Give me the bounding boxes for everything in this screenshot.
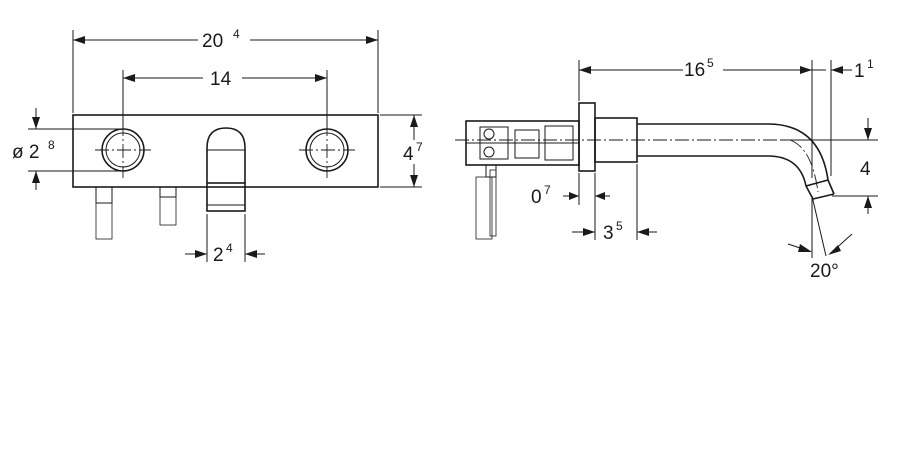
wall-plate <box>72 114 379 188</box>
dim-flange-thickness-sup: 7 <box>544 183 551 197</box>
spout-side <box>455 117 835 200</box>
hose-right <box>159 186 177 226</box>
dim-plate-height-sup: 7 <box>416 140 423 154</box>
dim-outlet-angle: 20° <box>787 195 853 282</box>
dim-projection-sup: 5 <box>707 56 714 70</box>
dim-spout-diameter-sup: 4 <box>226 241 233 255</box>
left-handle <box>95 122 151 178</box>
dim-projection-label: 16 <box>684 60 705 81</box>
dim-overall-width: 20 4 <box>72 27 379 113</box>
hose-left <box>95 186 113 240</box>
dim-outlet-offset-sup: 1 <box>867 57 874 71</box>
right-handle <box>299 122 355 178</box>
dim-handle-diameter-sup: 8 <box>48 138 55 152</box>
dim-overall-width-sup: 4 <box>233 27 240 41</box>
dim-flange-depth-sup: 5 <box>616 219 623 233</box>
dim-outlet-offset-label: 1 <box>854 61 865 82</box>
dim-handle-diameter-label: ø 2 <box>12 142 39 163</box>
dim-flange-thickness: 0 7 <box>531 173 610 208</box>
dim-plate-height-label: 4 <box>403 144 414 165</box>
wall-flange <box>578 102 596 172</box>
dim-overall-width-label: 20 <box>202 31 223 52</box>
side-view: 16 5 1 1 4 <box>455 56 878 282</box>
dim-flange-thickness-label: 0 <box>531 187 542 208</box>
dim-handle-diameter: ø 2 8 <box>12 108 120 190</box>
dim-handle-spacing: 14 <box>122 69 328 128</box>
dim-outlet-angle-label: 20° <box>810 261 839 282</box>
dim-flange-depth: 3 5 <box>572 164 657 244</box>
dim-plate-height: 4 7 <box>380 114 423 188</box>
dim-handle-spacing-label: 14 <box>210 69 232 90</box>
dim-spout-diameter-label: 2 <box>213 245 224 266</box>
dim-outlet-drop: 4 <box>780 118 878 214</box>
dim-projection: 16 5 <box>578 56 813 178</box>
concealed-body <box>465 120 580 240</box>
dim-spout-diameter: 2 4 <box>185 214 265 266</box>
dim-outlet-drop-label: 4 <box>860 159 871 180</box>
spout-front <box>206 127 246 212</box>
dim-outlet-offset: 1 1 <box>812 57 874 176</box>
dim-flange-depth-label: 3 <box>603 223 614 244</box>
front-view: 20 4 14 ø 2 8 <box>12 27 423 266</box>
